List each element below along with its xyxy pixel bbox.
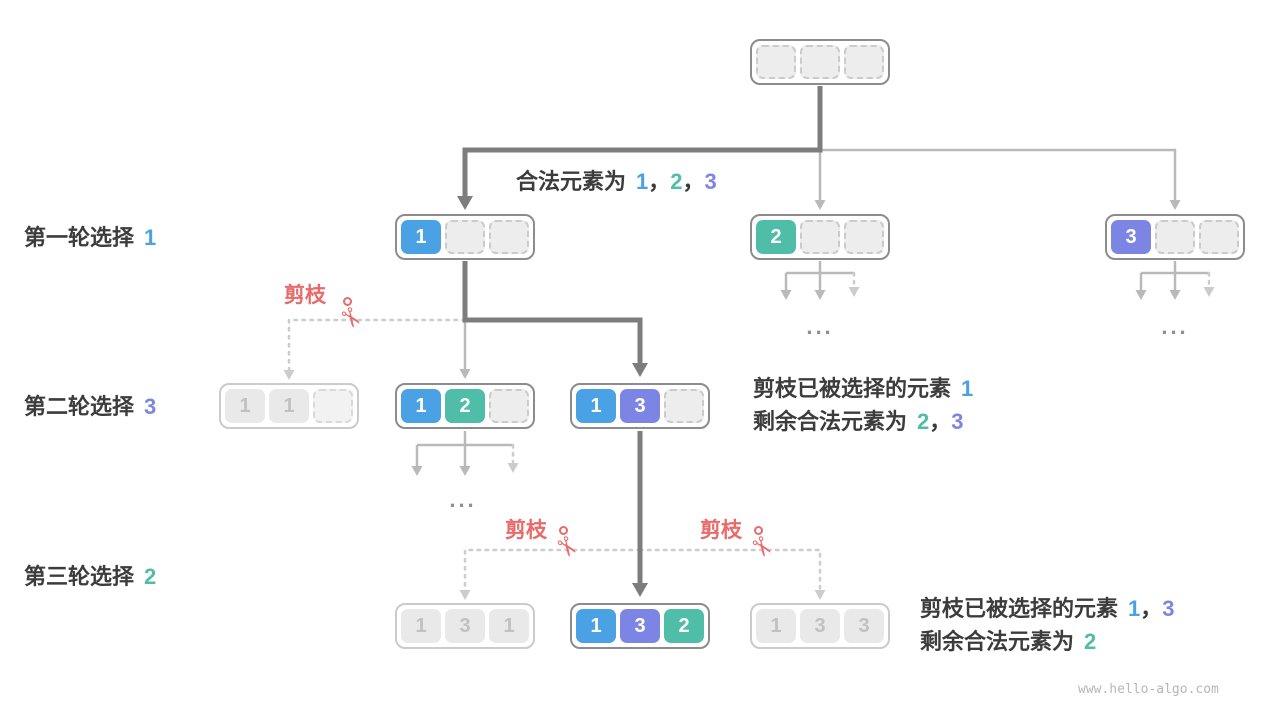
ellipsis-under-node-1-2: ... [449, 487, 477, 512]
tree-node-2: 2 [750, 214, 890, 260]
tree-node-1-2: 1 2 [395, 383, 535, 429]
slot-value: 2 [664, 609, 704, 643]
round-3-text: 第三轮选择 [24, 564, 135, 589]
scissors-pin [343, 297, 352, 306]
round-1-choice: 1 [144, 225, 157, 250]
round-2-choice: 3 [144, 394, 157, 419]
ellipsis-under-node-3: ... [1161, 314, 1189, 339]
slot-empty [844, 220, 884, 254]
slot-empty [756, 45, 796, 79]
edge-pruned-to-131 [459, 548, 642, 600]
slot-value: 3 [620, 389, 660, 423]
slot-empty [800, 45, 840, 79]
tree-node-1-3-2: 1 3 2 [570, 603, 710, 649]
round-3-choice: 2 [144, 564, 157, 589]
slot-value: 1 [401, 220, 441, 254]
scissors-icon: ✂ [743, 529, 781, 565]
tree-node-1-3: 1 3 [570, 383, 710, 429]
slot-value-pruned: 1 [756, 609, 796, 643]
slot-value: 1 [576, 389, 616, 423]
tree-node-1-3-3-pruned: 1 3 3 [750, 603, 890, 649]
prune-label-3: 剪枝 [700, 519, 742, 542]
slot-empty [313, 389, 353, 423]
tree-node-1: 1 [395, 214, 535, 260]
slot-empty [844, 45, 884, 79]
slot-empty [445, 220, 485, 254]
slot-value: 3 [1111, 220, 1151, 254]
slot-value-pruned: 1 [269, 389, 309, 423]
slot-empty [489, 389, 529, 423]
slot-value: 3 [620, 609, 660, 643]
slot-empty [489, 220, 529, 254]
prune-label-2: 剪枝 [505, 519, 547, 542]
scissors-pin [754, 526, 763, 535]
slot-value-pruned: 1 [401, 609, 441, 643]
slot-empty [1155, 220, 1195, 254]
watermark: www.hello-algo.com [1078, 682, 1219, 697]
round-3-label: 第三轮选择 2 [24, 564, 156, 590]
tree-node-root [750, 39, 890, 85]
slot-value-pruned: 3 [844, 609, 884, 643]
slot-value: 2 [445, 389, 485, 423]
slot-value: 1 [401, 389, 441, 423]
slot-empty [664, 389, 704, 423]
ellipsis-under-node-2: ... [806, 314, 834, 339]
scissors-icon: ✂ [332, 300, 370, 336]
scissors-icon: ✂ [548, 529, 586, 565]
slot-value-pruned: 3 [445, 609, 485, 643]
scissors-pin [559, 526, 568, 535]
round-1-label: 第一轮选择 1 [24, 225, 156, 251]
slot-value-pruned: 3 [800, 609, 840, 643]
tree-node-1-1-pruned: 1 1 [219, 383, 359, 429]
round-1-text: 第一轮选择 [24, 225, 135, 250]
prune-label-1: 剪枝 [284, 284, 326, 307]
slot-value-pruned: 1 [489, 609, 529, 643]
tree-node-1-3-1-pruned: 1 3 1 [395, 603, 535, 649]
edge-pruned-to-11 [283, 318, 467, 380]
round-2-label: 第二轮选择 3 [24, 394, 156, 420]
slot-empty [1199, 220, 1239, 254]
slot-empty [800, 220, 840, 254]
slot-value-pruned: 1 [225, 389, 265, 423]
slot-value: 1 [576, 609, 616, 643]
edge-1-to-13 [462, 261, 648, 377]
round-2-text: 第二轮选择 [24, 394, 135, 419]
slot-value: 2 [756, 220, 796, 254]
tree-node-3: 3 [1105, 214, 1245, 260]
edge-root-to-2 [820, 148, 1181, 210]
edge-pruned-to-133 [638, 548, 826, 600]
